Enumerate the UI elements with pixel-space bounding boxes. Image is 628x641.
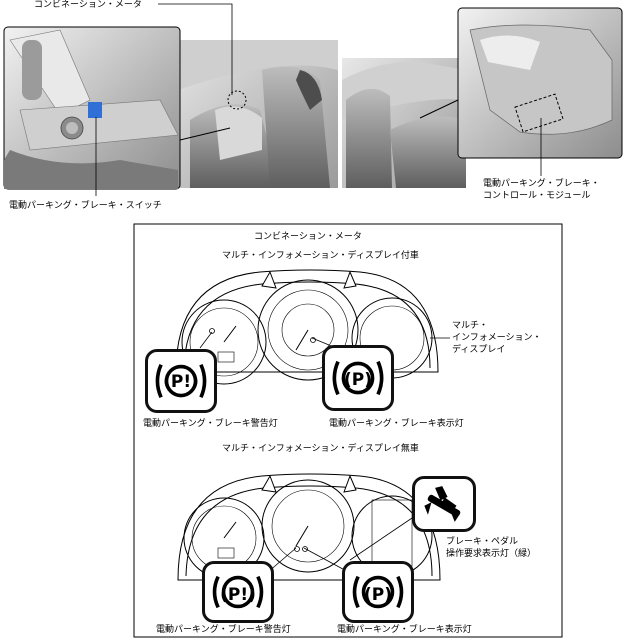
multi-info-display-label-line3: ディスプレイ (452, 345, 506, 355)
multi-info-display-label-line2: インフォメーション・ (452, 333, 542, 343)
parking-brake-indicator-icon-b: (P) (342, 561, 414, 623)
interior-view-rear (342, 58, 466, 188)
brake-pedal-request-icon (412, 476, 476, 532)
combination-meter-label: コンビネーション・メータ (34, 0, 142, 10)
control-module-label-line2: コントロール・モジュール (483, 191, 591, 201)
parking-brake-indicator-icon-a: (P) (322, 345, 394, 411)
parking-brake-warning-icon-a: (P!) (145, 349, 217, 413)
indicator-lamp-label-b: 電動パーキング・ブレーキ表示灯 (337, 625, 472, 635)
meter-panel-frame (133, 223, 563, 638)
warning-icon-glyph-a: (P!) (163, 372, 199, 392)
indicator-icon-glyph-b: (P) (364, 585, 392, 605)
control-module-label-line1: 電動パーキング・ブレーキ・ (483, 179, 600, 189)
without-display-heading: マルチ・インフォメーション・ディスプレイ無車 (222, 444, 419, 454)
warning-icon-glyph-b: (P!) (220, 585, 256, 605)
interior-view-front (178, 40, 338, 188)
parking-brake-switch-highlight (88, 102, 102, 118)
brake-pedal-label-line2: 操作要求表示灯（緑） (446, 549, 537, 559)
console-switch-inset (3, 26, 231, 190)
control-module-inset (419, 7, 623, 159)
leader-meter (158, 3, 233, 95)
with-display-heading: マルチ・インフォメーション・ディスプレイ付車 (222, 251, 419, 261)
warning-lamp-label-a: 電動パーキング・ブレーキ警告灯 (143, 419, 278, 429)
indicator-lamp-label-a: 電動パーキング・ブレーキ表示灯 (329, 419, 464, 429)
parking-brake-switch-label: 電動パーキング・ブレーキ・スイッチ (9, 201, 162, 211)
panel-title: コンビネーション・メータ (254, 232, 362, 242)
indicator-icon-glyph-a: (P) (344, 370, 372, 390)
parking-brake-warning-icon-b: (P!) (202, 561, 274, 623)
leader-brake-pedal (349, 513, 419, 561)
brake-pedal-label-line1: ブレーキ・ペダル (446, 537, 519, 547)
multi-info-display-label-line1: マルチ・ (452, 321, 489, 331)
warning-lamp-label-b: 電動パーキング・ブレーキ警告灯 (156, 625, 291, 635)
leader-warning-a (199, 331, 213, 349)
